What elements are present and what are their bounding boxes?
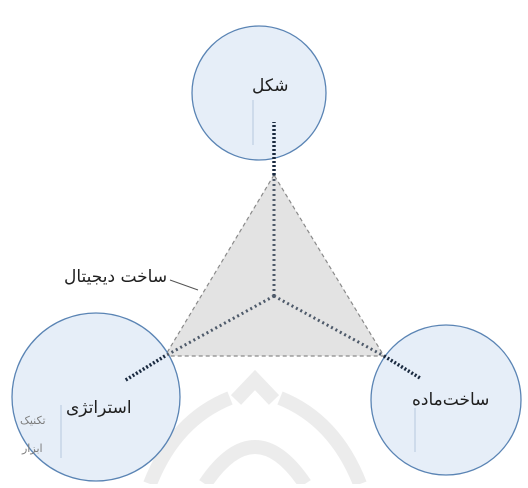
ornament-arc-right <box>277 391 367 487</box>
outer-connectors <box>123 122 421 383</box>
digital-fabrication-label: ساخت دیجیتال <box>64 267 168 287</box>
technique-label: تکنیک <box>20 414 46 427</box>
connector-right-outer <box>383 354 421 380</box>
tool-label: ابزار <box>22 442 43 455</box>
material-circle <box>370 324 522 476</box>
connector-center-right <box>273 294 385 358</box>
ornament-peak <box>230 369 280 405</box>
accent-ticks <box>60 100 416 458</box>
connector-left-outer <box>123 354 166 383</box>
center-label-leader <box>169 279 199 291</box>
inner-connectors <box>164 175 385 358</box>
ornament-arc-center <box>199 440 311 488</box>
shape-label: شکل <box>252 76 289 96</box>
shape-circle <box>191 25 327 161</box>
background-ornament <box>143 369 367 488</box>
strategy-circle <box>11 312 181 482</box>
strategy-label: استراتژی <box>66 398 132 418</box>
ornament-arc-left <box>143 391 233 487</box>
connector-center-left <box>164 294 275 358</box>
material-label: ساخت‌ماده <box>412 390 490 410</box>
